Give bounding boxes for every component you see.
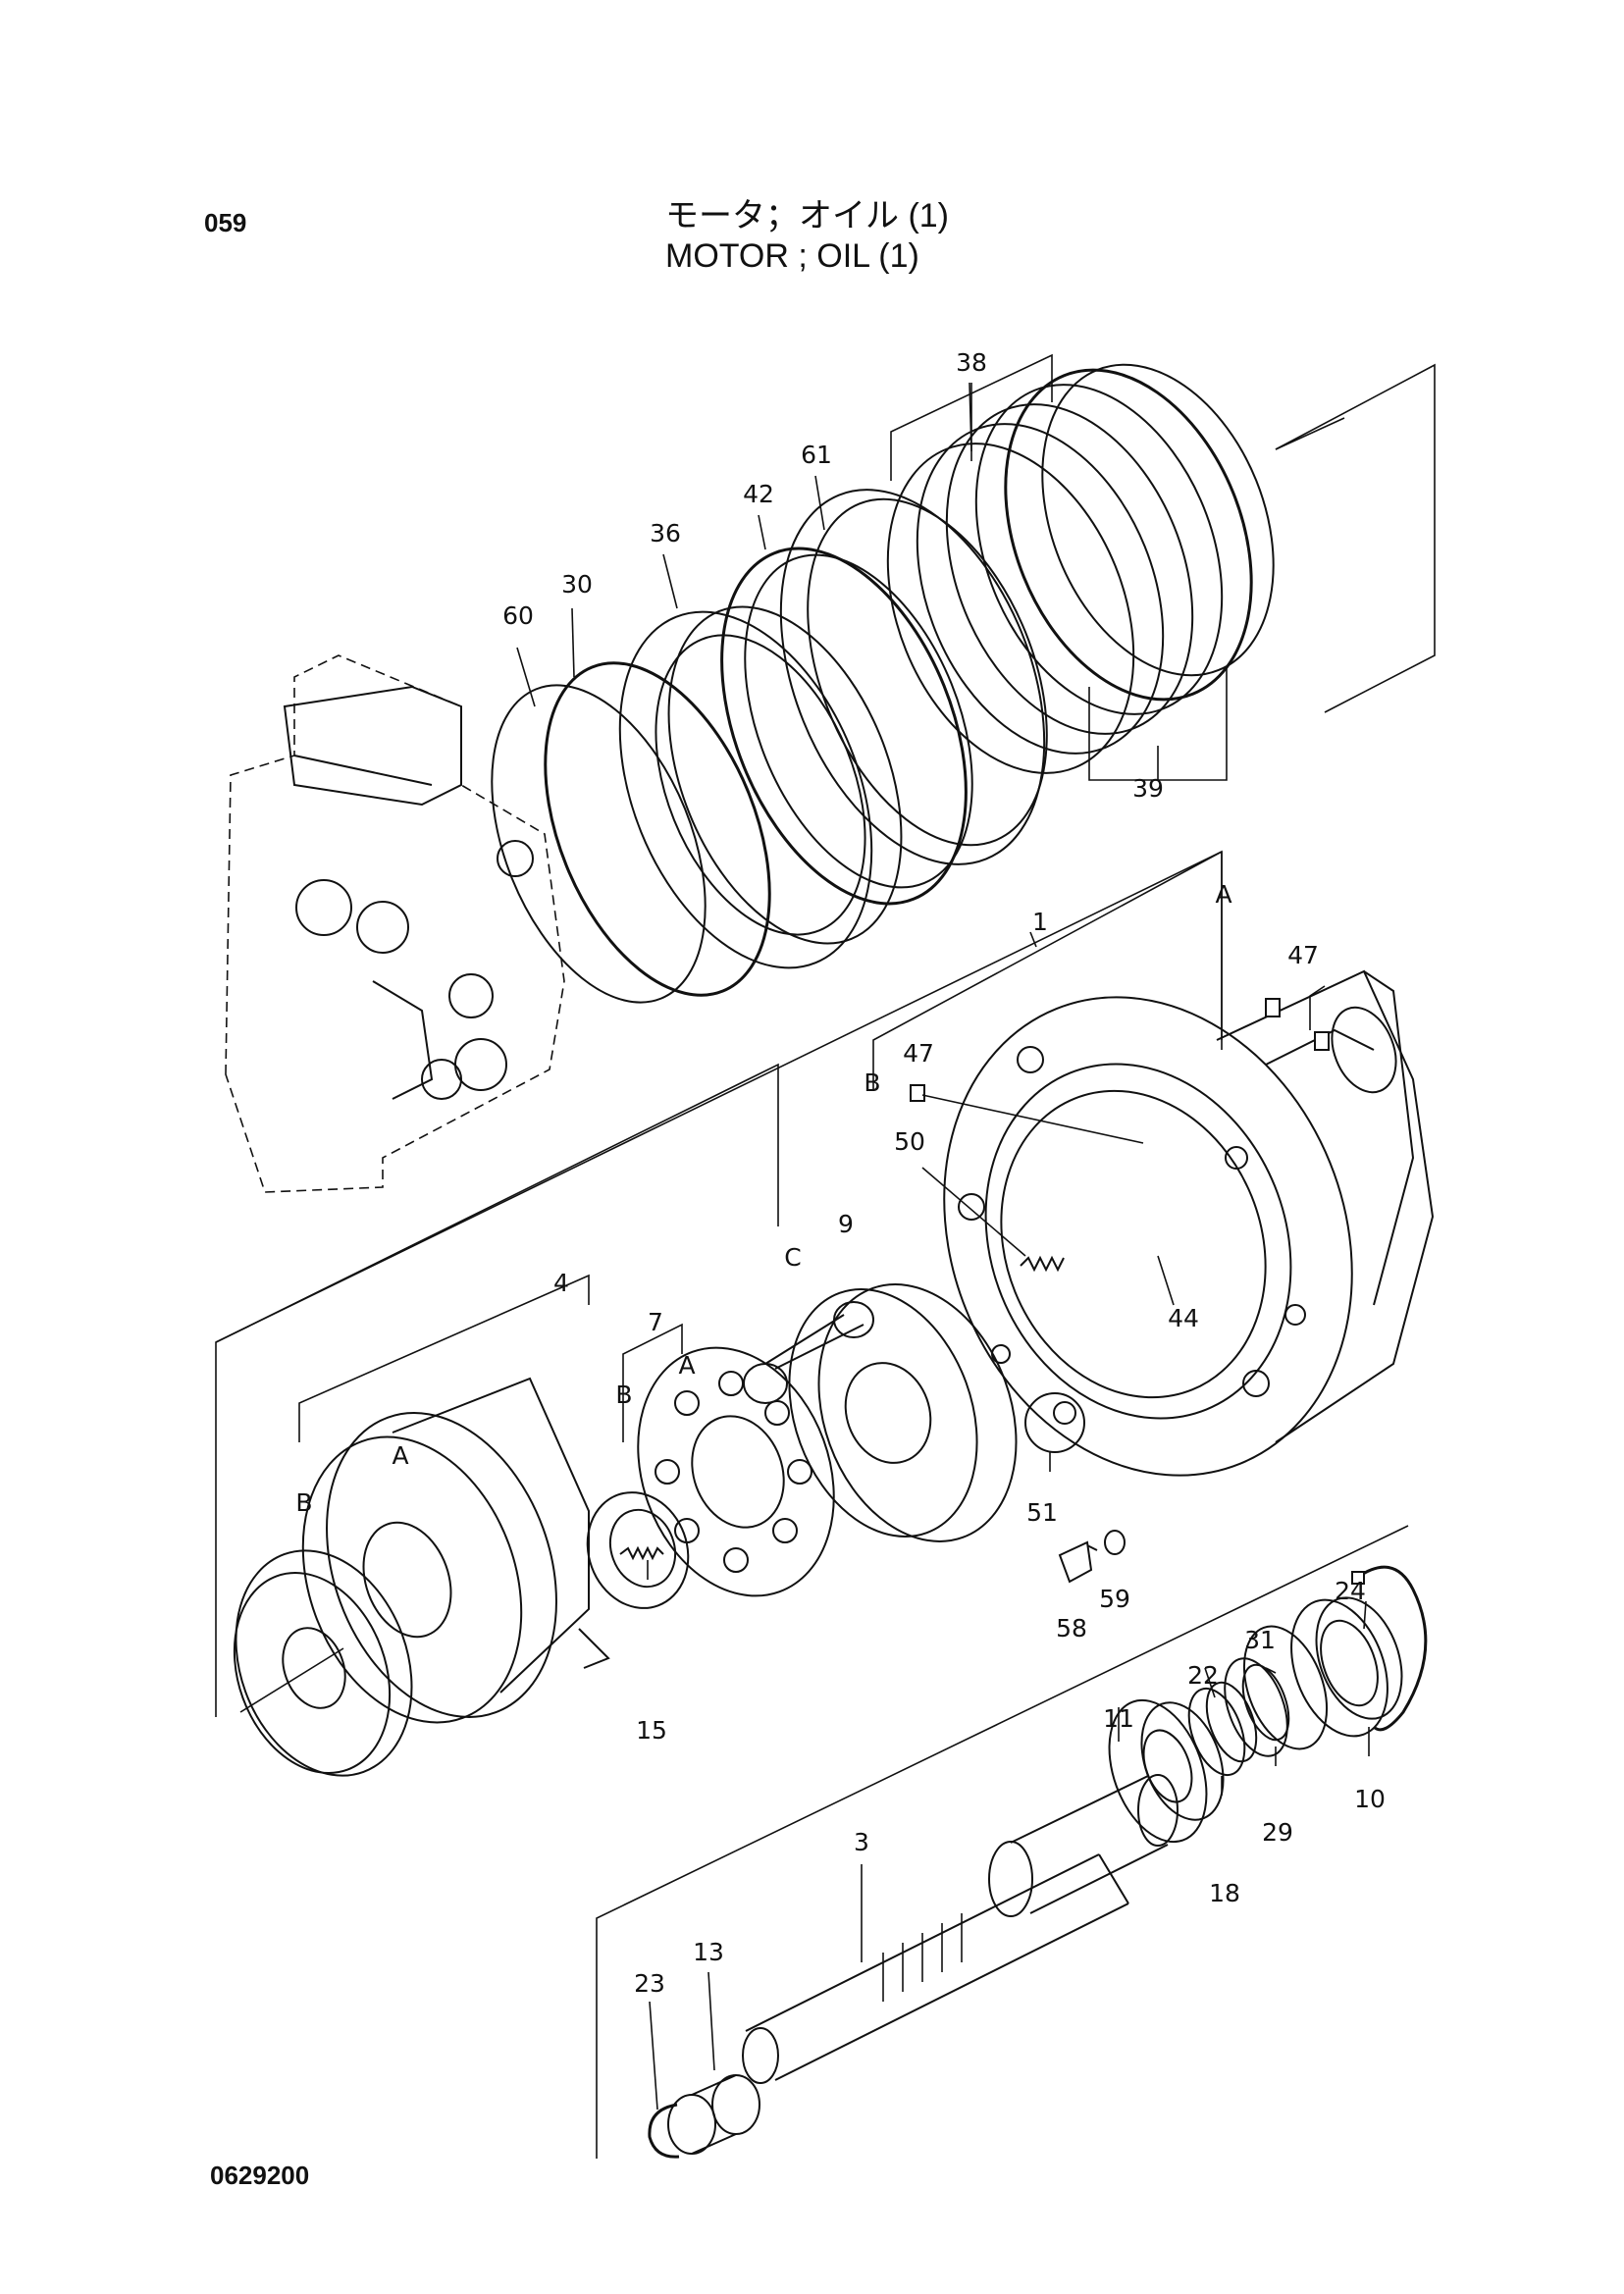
plate-38-39-set xyxy=(886,363,1275,774)
retainer-plate-b xyxy=(233,1549,413,1777)
callout-sub-a4: A xyxy=(392,1441,408,1470)
page-number: 059 xyxy=(204,208,247,237)
ring-60 xyxy=(491,684,707,1004)
callout-15: 15 xyxy=(636,1716,667,1745)
callout-sub-a7: A xyxy=(678,1351,695,1380)
seal-36 xyxy=(618,605,903,969)
ring-42 xyxy=(720,547,973,906)
callout-58: 58 xyxy=(1056,1614,1087,1642)
callout-47-top: 47 xyxy=(1287,941,1319,969)
callout-1: 1 xyxy=(1032,908,1048,936)
callout-7: 7 xyxy=(648,1308,663,1336)
plug-47-left xyxy=(910,1084,1144,1144)
valve-plate-9 xyxy=(743,1283,1018,1542)
seal-29 xyxy=(1224,1657,1290,1757)
callout-sub-b1: B xyxy=(864,1069,880,1097)
ring-30 xyxy=(544,661,771,997)
callout-10: 10 xyxy=(1354,1785,1386,1813)
callout-sub-a1: A xyxy=(1215,880,1231,909)
plug-47-top xyxy=(1265,998,1330,1051)
cylinder-block-4 xyxy=(301,1377,610,1724)
drawing-number: 0629200 xyxy=(210,2161,310,2190)
group-bracket-7 xyxy=(622,1323,683,1442)
motor-housing xyxy=(943,969,1435,1477)
valve-cover-housing xyxy=(225,654,565,1193)
callout-38: 38 xyxy=(956,348,987,377)
o-ring-59 xyxy=(1104,1530,1126,1555)
assembly-bracket-1-frame xyxy=(215,850,1223,1343)
callout-51: 51 xyxy=(1026,1498,1058,1527)
group-bracket-shaft xyxy=(596,1525,1409,2159)
retainer-plate-7-a xyxy=(637,1346,835,1597)
title-english: MOTOR ; OIL (1) xyxy=(665,237,919,275)
bushing-13 xyxy=(667,2074,760,2155)
cover-31 xyxy=(1242,1625,1329,1750)
spring-50 xyxy=(921,1167,1065,1273)
callout-sub-b7: B xyxy=(615,1381,632,1409)
callout-36: 36 xyxy=(650,519,681,547)
group-bracket-4 xyxy=(215,1063,779,1717)
callout-44: 44 xyxy=(1168,1304,1199,1332)
bearing-11 xyxy=(1108,1698,1225,1844)
snap-ring-23 xyxy=(648,2103,680,2159)
spring-15 xyxy=(619,1545,664,1580)
callout-23: 23 xyxy=(634,1969,665,1998)
callout-sub-c: C xyxy=(784,1243,801,1272)
callout-50: 50 xyxy=(894,1127,925,1156)
ring-61 xyxy=(779,489,1048,865)
callout-30: 30 xyxy=(561,570,593,599)
callout-sub-b4: B xyxy=(295,1488,312,1517)
shim-18 xyxy=(1205,1681,1258,1763)
callout-3: 3 xyxy=(854,1828,869,1856)
snap-ring-22 xyxy=(1187,1687,1246,1777)
callout-29: 29 xyxy=(1262,1818,1293,1847)
spherical-bush-7-b xyxy=(586,1491,690,1609)
callout-59: 59 xyxy=(1099,1585,1130,1613)
title-japanese: モータ；オイル (1) xyxy=(665,197,949,235)
shaft-3 xyxy=(742,1774,1179,2084)
callout-39: 39 xyxy=(1132,774,1164,803)
callout-42: 42 xyxy=(743,480,774,508)
snap-ring-24 xyxy=(1351,1565,1428,1732)
callout-60: 60 xyxy=(502,601,534,630)
callout-22: 22 xyxy=(1187,1661,1219,1690)
callout-4: 4 xyxy=(553,1269,569,1297)
callout-24: 24 xyxy=(1335,1577,1366,1605)
callout-31: 31 xyxy=(1244,1626,1276,1654)
callout-11: 11 xyxy=(1103,1704,1134,1733)
assembly-bracket-1 xyxy=(1275,363,1436,713)
group-bracket-ab xyxy=(1221,852,1326,1040)
plug-58 xyxy=(1058,1540,1098,1584)
group-bracket-39 xyxy=(1088,667,1228,781)
callout-18: 18 xyxy=(1209,1879,1240,1907)
callout-61: 61 xyxy=(801,441,832,469)
callout-47-left: 47 xyxy=(903,1039,934,1068)
callout-13: 13 xyxy=(693,1938,724,1966)
callout-9: 9 xyxy=(838,1210,854,1238)
seal-10 xyxy=(1290,1596,1403,1738)
ball-51 xyxy=(1024,1392,1085,1453)
